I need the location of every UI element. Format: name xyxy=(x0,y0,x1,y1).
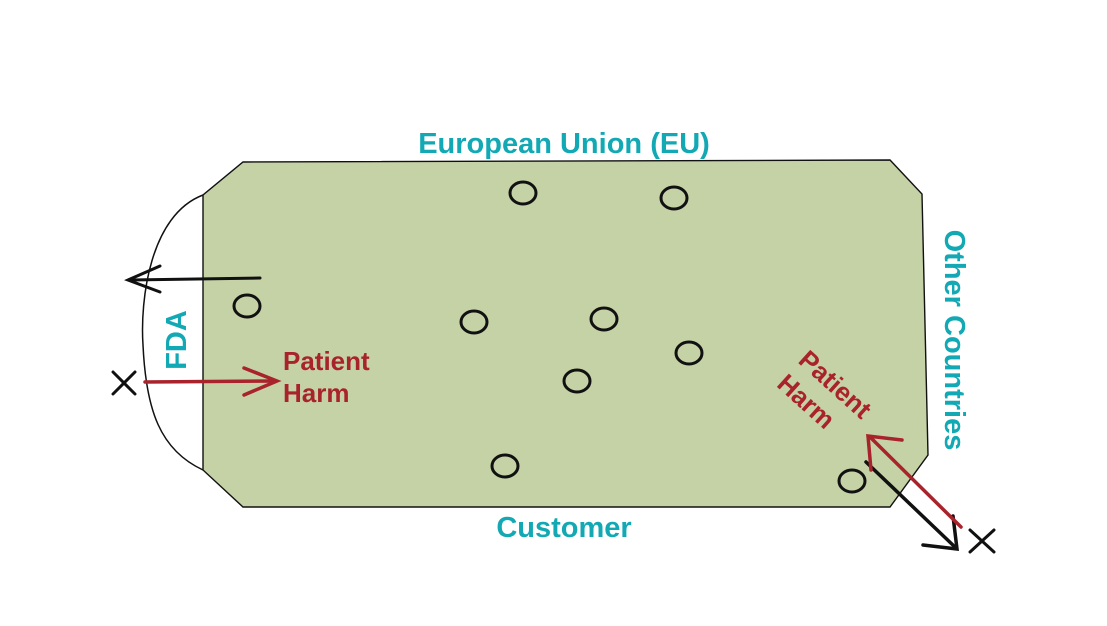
eu-region xyxy=(202,159,929,508)
customer-node xyxy=(837,468,867,494)
customer-node xyxy=(232,293,262,319)
left-harm-line2: Harm xyxy=(283,378,349,408)
customer-node xyxy=(459,309,489,335)
left-x-mark xyxy=(111,370,137,396)
right-x-mark xyxy=(968,528,996,554)
eu-title: European Union (EU) xyxy=(418,128,710,160)
right-export-arrow xyxy=(864,460,960,551)
right-harm-arrow xyxy=(866,434,963,529)
customer-nodes xyxy=(232,180,867,494)
other-countries-label: Other Countries xyxy=(938,230,970,451)
customer-node xyxy=(562,368,592,394)
left-harm-arrow xyxy=(143,366,282,397)
fda-region xyxy=(141,194,204,471)
customer-node xyxy=(659,185,689,211)
customer-label: Customer xyxy=(496,512,631,544)
customer-node xyxy=(508,180,538,206)
left-harm-line1: Patient xyxy=(283,346,370,376)
customer-node xyxy=(490,453,520,479)
customer-node xyxy=(674,340,704,366)
left-harm-label: Patient Harm xyxy=(283,346,370,408)
left-export-arrow xyxy=(124,264,262,294)
fda-label: FDA xyxy=(161,310,193,370)
customer-node xyxy=(589,306,619,332)
